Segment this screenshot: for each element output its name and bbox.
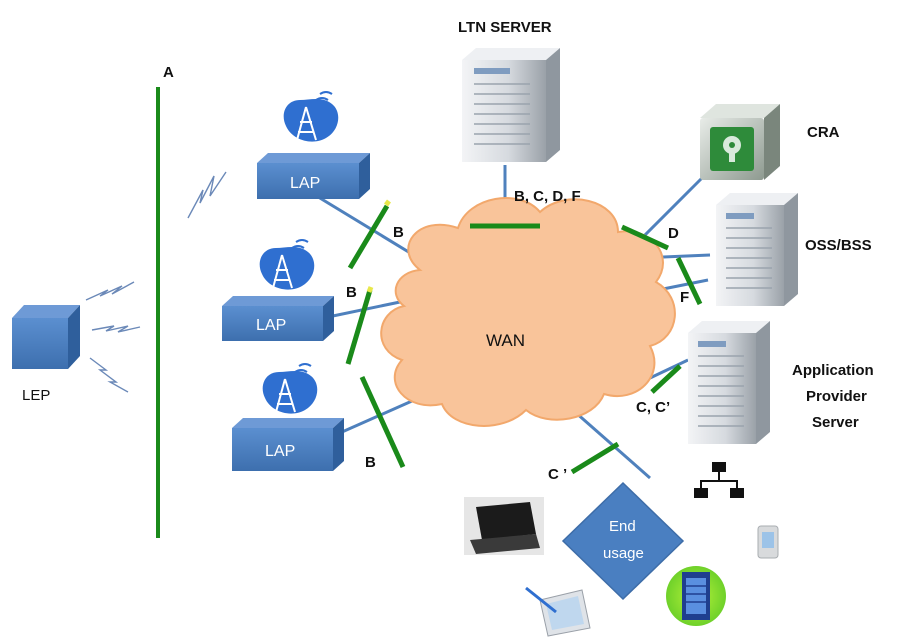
lightning-icon [89,357,129,393]
interface-label-f: F [680,289,689,306]
lep-box-top [12,305,80,318]
lep-box-side [68,305,80,369]
lap-box-2 [222,306,323,341]
server-icon [716,193,798,306]
ltn-interface-label: B, C, D, F [514,188,581,205]
lep-box-front [12,318,68,369]
link-oss-wan-2 [657,278,709,292]
antenna-icon [262,363,318,414]
interface-bar-b1 [347,204,390,270]
interface-label-b3: B [365,454,376,471]
network-icon [694,462,744,498]
lap-node-1: LAP [257,91,370,199]
interface-label-d: D [668,225,679,242]
end-usage-node: End usage [561,481,685,601]
interface-label-c-end: C ’ [548,466,567,483]
lightning-icon [85,281,135,301]
lightning-icon [91,325,141,333]
highlight-b1 [384,199,391,207]
laptop-icon [464,497,544,555]
lap-label-1: LAP [290,175,320,192]
end-usage-label-2: usage [603,545,644,562]
ltn-server-title: LTN SERVER [458,19,552,36]
interface-label-a: A [163,64,174,81]
interface-bar-c-app [650,364,682,394]
app-server-label-3: Server [812,414,859,431]
desktop-icon [666,566,726,626]
end-usage-label-1: End [609,518,636,535]
interface-label-b1: B [393,224,404,241]
lightning-icons [85,171,227,393]
interface-bar-b3 [359,375,406,469]
lightning-icon [187,171,227,219]
server-icon [462,48,560,162]
interface-label-c-app: C, C’ [636,399,670,416]
wan-cloud: WAN [380,197,676,427]
app-server-label-2: Provider [806,388,867,405]
end-usage-diamond [561,481,685,601]
lap-node-3: LAP [232,363,344,471]
safe-icon [700,104,780,180]
tablet-icon [525,586,591,637]
mobile-phone-icon [757,525,779,559]
interface-bar-c-end [570,441,620,475]
antenna-icon [283,91,339,142]
lep-label: LEP [22,387,50,404]
interface-bars [345,204,703,475]
oss-bss-label: OSS/BSS [805,237,872,254]
interface-bar-b2 [345,289,373,365]
interface-bar-f [675,256,703,306]
cloud-shape [380,197,676,427]
cra-label: CRA [807,124,840,141]
link-app-wan [649,358,689,380]
lap-label-3: LAP [265,443,295,460]
lep-node: LEP [12,305,80,404]
antenna-icon [259,239,315,290]
lap-box-3 [232,428,333,471]
interface-bar-d [620,224,670,251]
lap-node-2: LAP [222,239,334,341]
app-server-label-1: Application [792,362,874,379]
wan-label: WAN [486,331,525,350]
highlight-b2 [366,286,374,293]
server-icon [688,321,770,444]
lap-label-2: LAP [256,317,286,334]
lap-box-1 [257,163,359,199]
interface-label-b2: B [346,284,357,301]
